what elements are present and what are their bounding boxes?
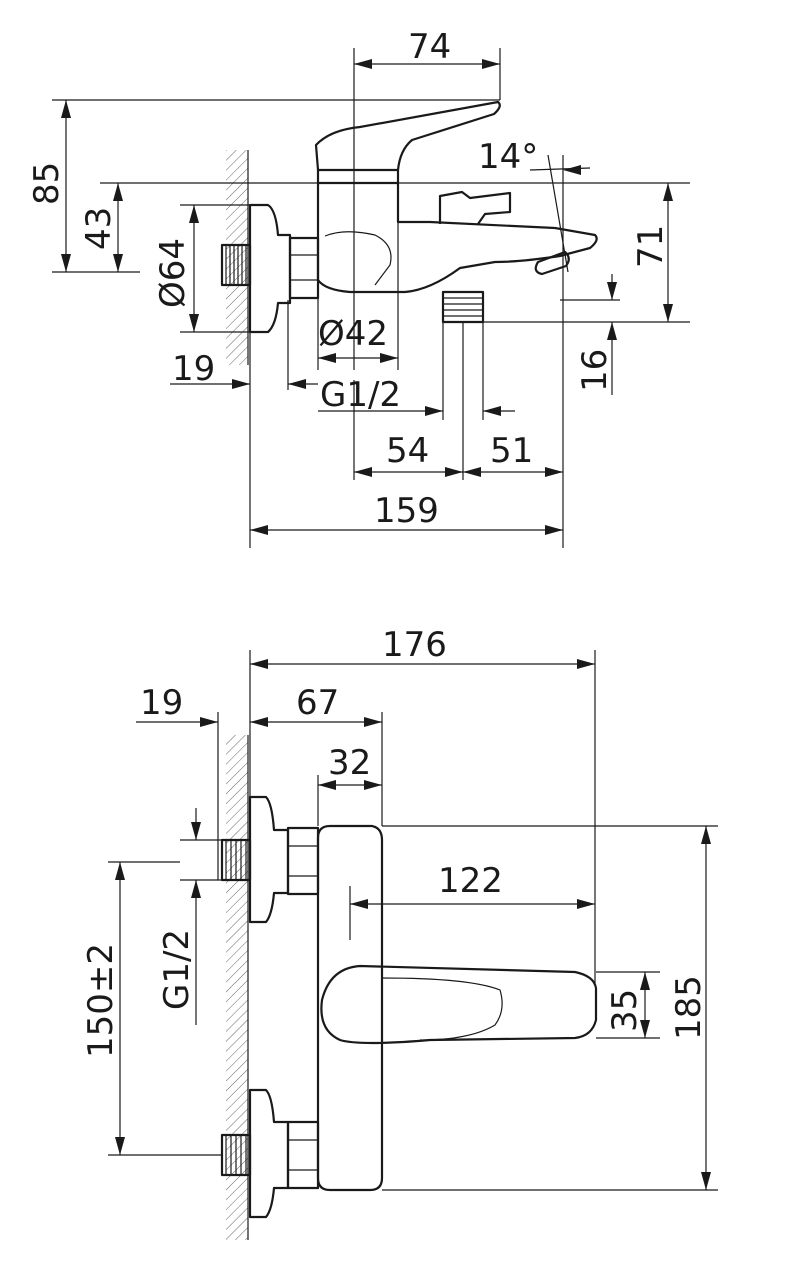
- dim-43: 43: [79, 207, 119, 250]
- mixer-body: [316, 181, 598, 294]
- lever-handle: [314, 100, 501, 171]
- wall-hatch-front: [226, 735, 248, 1240]
- front-view: 176 19 67 32 122 150±2 G1/2: [81, 625, 718, 1240]
- connection-nut: [288, 236, 320, 300]
- mixer-body-front: [316, 824, 384, 1192]
- dim-19-side: 19: [172, 349, 215, 389]
- dim-diameter-64: Ø64: [153, 238, 193, 308]
- shower-outlet-thread: [441, 290, 485, 324]
- dim-g12-side: G1/2: [320, 375, 401, 415]
- spout-aerator: [534, 250, 570, 276]
- side-extension-lines: [52, 48, 690, 548]
- dim-51: 51: [490, 431, 533, 471]
- dim-122: 122: [438, 861, 503, 901]
- dim-g12-front: G1/2: [157, 929, 197, 1010]
- diverter-knob: [438, 190, 512, 225]
- dim-14-degrees: 14°: [478, 137, 538, 177]
- dim-71: 71: [631, 225, 671, 268]
- front-extension-lines: [108, 650, 718, 1191]
- threaded-inlet: [220, 243, 252, 287]
- dim-159: 159: [374, 491, 439, 531]
- lever-front: [320, 964, 598, 1045]
- lower-flange: [248, 1088, 290, 1219]
- dim-85: 85: [27, 162, 67, 205]
- dim-19-front: 19: [140, 683, 183, 723]
- dim-diameter-42: Ø42: [318, 314, 388, 354]
- wall-flange: [248, 203, 292, 334]
- dim-54: 54: [386, 431, 429, 471]
- dim-176: 176: [382, 625, 447, 665]
- dim-16: 16: [575, 349, 615, 392]
- dim-74-side: 74: [408, 27, 451, 67]
- upper-nut: [286, 826, 320, 896]
- dim-150-plus-minus-2: 150±2: [81, 943, 121, 1058]
- dim-185: 185: [669, 975, 709, 1040]
- wall-hatch: [226, 150, 248, 365]
- dim-35: 35: [605, 989, 645, 1032]
- upper-flange: [248, 795, 290, 924]
- dim-32: 32: [328, 743, 371, 783]
- cartridge-cap: [316, 168, 400, 183]
- lower-nut: [286, 1120, 320, 1190]
- side-view: 74 85 43 14° 71 Ø64 Ø42 1: [27, 27, 690, 548]
- dim-67: 67: [296, 683, 339, 723]
